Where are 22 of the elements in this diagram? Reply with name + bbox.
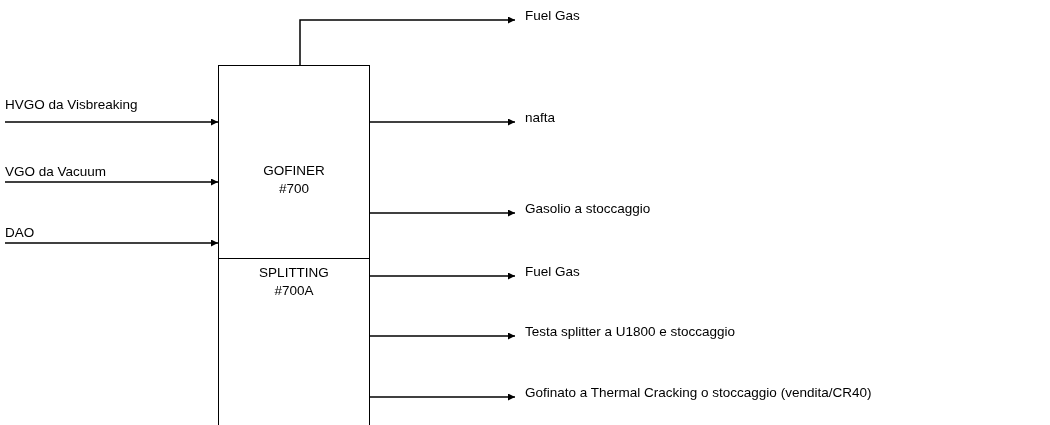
process-unit-box	[218, 65, 370, 259]
flow-arrow	[4, 239, 219, 247]
stream-name: Gofinato a Thermal Cracking o stoccaggio (vendita/CR40)	[525, 385, 872, 400]
unit-name: GOFINER #700	[262, 162, 326, 198]
stream-name: VGO da Vacuum	[5, 164, 107, 179]
flow-arrow	[4, 118, 219, 126]
stream-name: Fuel Gas	[525, 8, 580, 23]
flow-arrow	[369, 272, 516, 280]
flow-arrow	[4, 178, 219, 186]
flow-arrow	[369, 332, 516, 340]
stream-name: Fuel Gas	[525, 264, 580, 279]
flow-arrow	[369, 209, 516, 217]
stream-name: HVGO da Visbreaking	[5, 97, 138, 112]
process-unit-box	[218, 258, 370, 425]
stream-name: Gasolio a stoccaggio	[525, 201, 651, 216]
stream-name: DAO	[5, 225, 35, 240]
stream-name: nafta	[525, 110, 556, 125]
flow-arrow	[369, 118, 516, 126]
stream-name: Testa splitter a U1800 e stoccaggio	[525, 324, 736, 339]
flow-arrow	[299, 16, 516, 66]
flow-arrow	[369, 393, 516, 401]
unit-name: SPLITTING #700A	[258, 264, 330, 300]
